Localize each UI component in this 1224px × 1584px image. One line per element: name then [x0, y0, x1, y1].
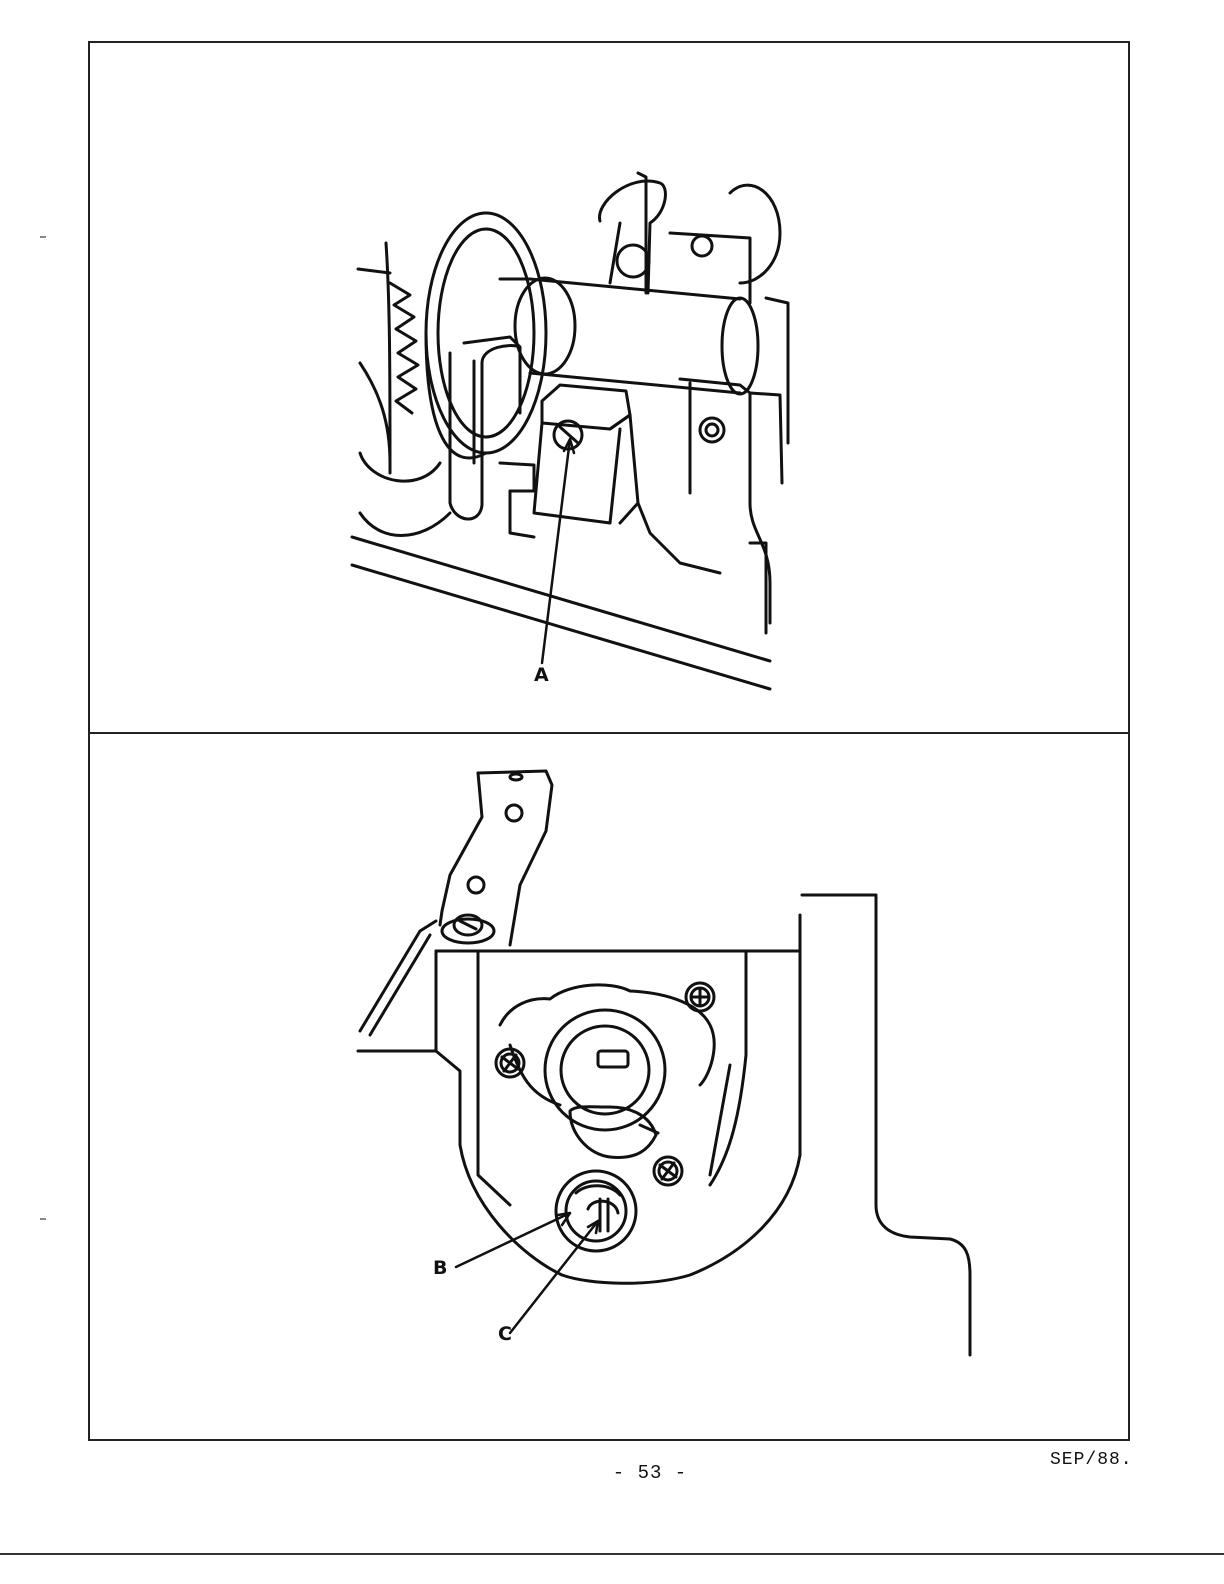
bottom-figure-illustration: B C	[90, 735, 1128, 1439]
figure-divider	[88, 732, 1130, 734]
top-figure-illustration: A	[90, 43, 1128, 731]
callout-label-b: B	[433, 1257, 448, 1279]
bottom-rule	[0, 1553, 1224, 1555]
scan-mark	[40, 236, 46, 238]
page-number: - 53 -	[612, 1462, 688, 1484]
top-mechanism-drawing	[350, 171, 790, 691]
figure-frame	[88, 41, 1130, 1441]
scan-mark	[40, 1218, 46, 1220]
revision-date: SEP/88.	[1050, 1450, 1133, 1470]
callout-label-c: C	[498, 1323, 512, 1345]
bottom-mechanism-drawing	[356, 769, 972, 1357]
callout-label-a: A	[534, 664, 549, 686]
